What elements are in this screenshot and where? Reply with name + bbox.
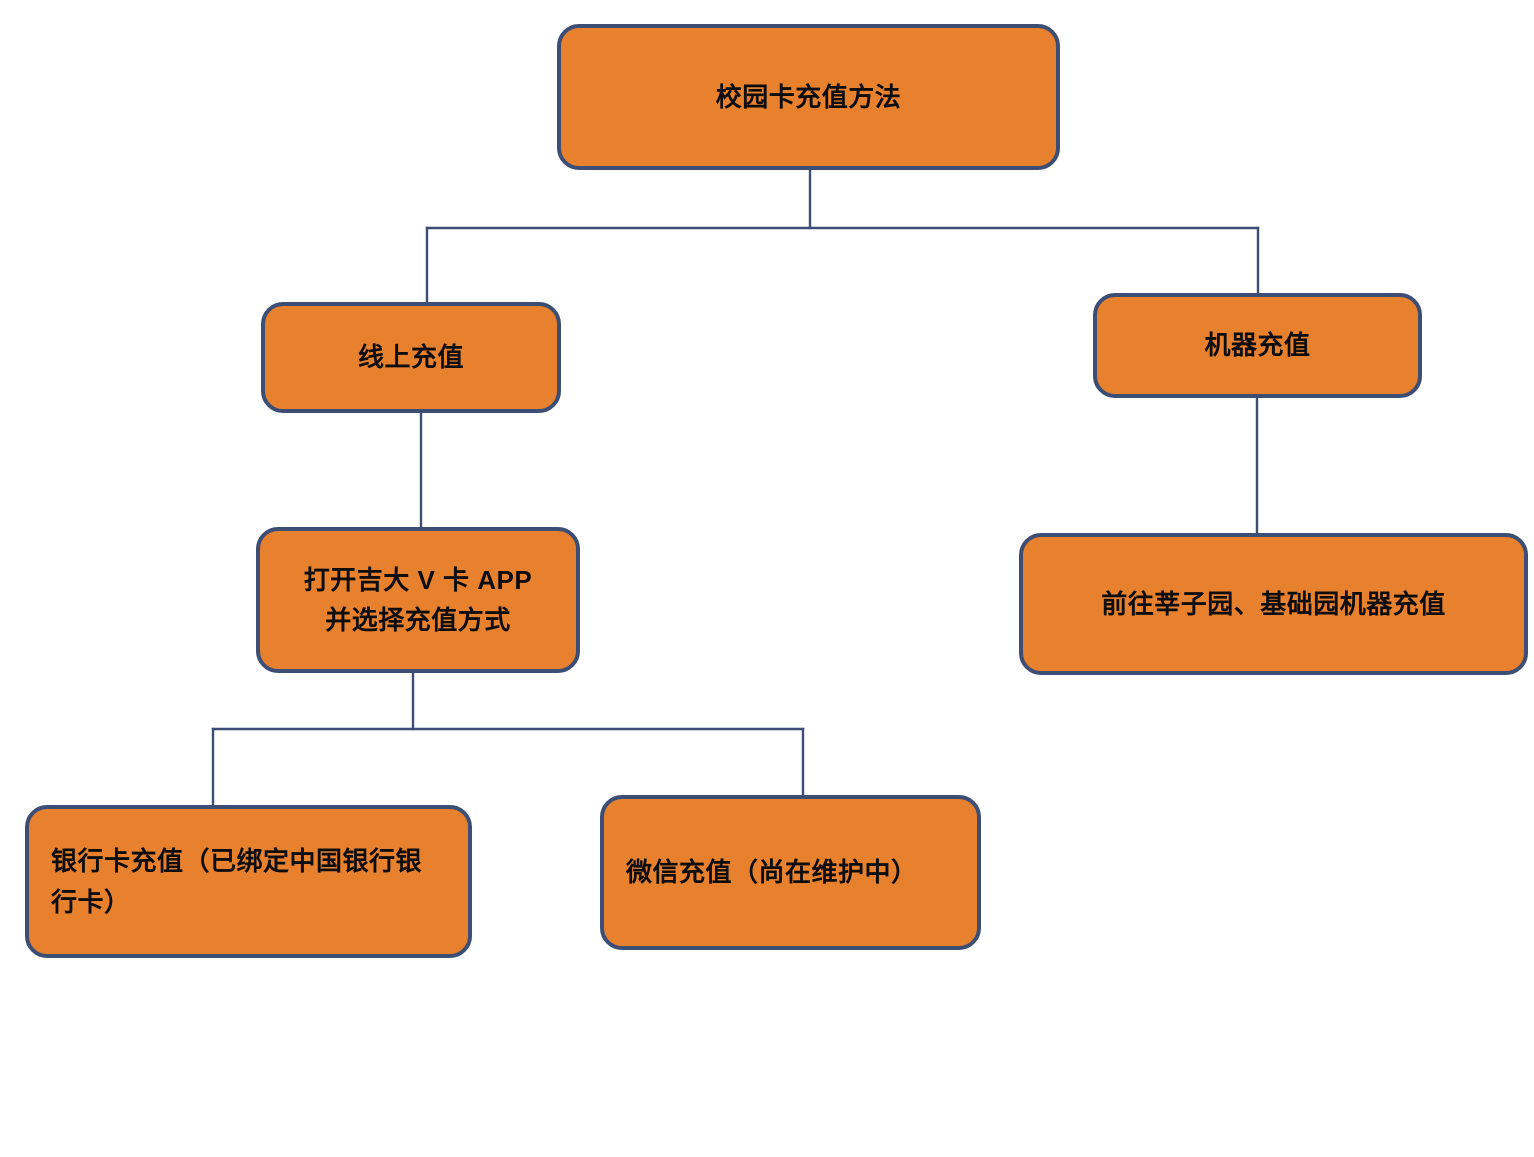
node-bank-card-recharge[interactable]: 银行卡充值（已绑定中国银行银行卡） <box>25 805 472 958</box>
node-machine-recharge[interactable]: 机器充值 <box>1093 293 1422 398</box>
node-label: 银行卡充值（已绑定中国银行银行卡） <box>51 846 423 917</box>
node-label: 前往莘子园、基础园机器充值 <box>1101 588 1446 619</box>
node-open-jida-v-card-app[interactable]: 打开吉大 V 卡 APP 并选择充值方式 <box>256 527 580 673</box>
node-online-recharge[interactable]: 线上充值 <box>261 302 561 413</box>
node-label: 打开吉大 V 卡 APP 并选择充值方式 <box>303 564 533 635</box>
node-label: 线上充值 <box>357 342 464 373</box>
node-go-to-machine-location[interactable]: 前往莘子园、基础园机器充值 <box>1019 533 1528 675</box>
node-label: 微信充值（尚在维护中） <box>626 857 918 888</box>
node-campus-card-recharge-methods[interactable]: 校园卡充值方法 <box>557 24 1060 170</box>
node-wechat-recharge[interactable]: 微信充值（尚在维护中） <box>600 795 981 950</box>
node-label: 机器充值 <box>1204 330 1311 361</box>
node-label: 校园卡充值方法 <box>715 81 902 112</box>
